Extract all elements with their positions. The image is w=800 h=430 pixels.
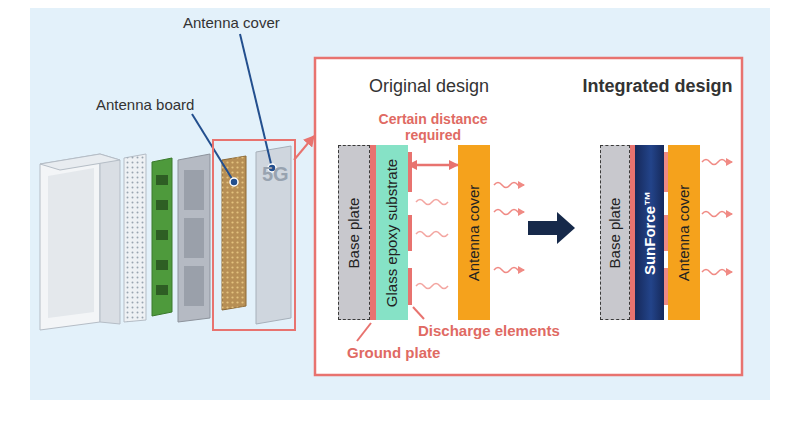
module — [178, 154, 210, 322]
zoom-frame — [213, 140, 295, 330]
housing-top — [40, 154, 120, 170]
module-block — [184, 266, 204, 306]
module-block — [184, 170, 204, 210]
part-label: Discharge elements — [418, 322, 560, 340]
discharge-element — [408, 268, 412, 305]
leader-dot — [230, 178, 238, 186]
layer-name: SunForce™ — [641, 190, 659, 274]
antenna-cover — [256, 146, 291, 324]
radio-wave — [416, 284, 448, 289]
radio-wave — [702, 270, 732, 275]
transition-arrow — [528, 221, 561, 235]
housing-side — [100, 154, 120, 324]
background — [30, 8, 770, 400]
layer-strip: Antenna cover — [458, 145, 490, 320]
layer-name: Antenna cover — [675, 184, 693, 281]
layer-name: Antenna cover — [465, 184, 483, 281]
discharge-element — [408, 215, 412, 251]
group-heading: Original design — [369, 76, 489, 98]
antenna-board-dots — [222, 156, 246, 310]
layer-strip: SunForce™ — [635, 145, 664, 320]
cover-marking: 5G — [262, 162, 289, 186]
housing-recess — [48, 168, 94, 318]
distance-arrow — [408, 164, 458, 167]
layer-name: Glass epoxy substrate — [383, 158, 401, 306]
radio-wave — [494, 210, 524, 215]
layer-name: Base plate — [606, 197, 624, 268]
housing-front — [40, 154, 100, 330]
antenna-board — [222, 156, 246, 310]
chip — [156, 285, 168, 295]
radio-wave — [494, 268, 524, 273]
chip — [156, 260, 168, 270]
radio-wave — [416, 200, 448, 205]
layer-strip: Antenna cover — [668, 145, 700, 320]
radio-wave — [494, 183, 524, 188]
detail-panel — [315, 58, 742, 375]
design-group: Integrated designBase plate SunForce™ Ante… — [575, 72, 740, 372]
layer-name: Base plate — [345, 197, 363, 268]
leader-line — [240, 34, 272, 168]
discharge-element — [408, 152, 412, 192]
grid-dots — [124, 154, 146, 322]
radio-wave — [702, 160, 732, 165]
leader-line — [357, 323, 371, 341]
part-label: Ground plate — [347, 344, 440, 362]
layer-strip: Base plate — [338, 145, 370, 320]
callout-label: Antenna board — [96, 96, 194, 114]
callout-label: Antenna cover — [183, 14, 280, 32]
radio-wave — [702, 212, 732, 217]
chip — [156, 200, 168, 210]
layer-strip: Glass epoxy substrate — [376, 145, 408, 320]
circuit-board — [152, 158, 172, 316]
grid-panel — [124, 154, 146, 322]
leader-line — [413, 307, 424, 319]
module-block — [184, 218, 204, 258]
group-heading: Integrated design — [582, 76, 732, 98]
layer-strip: Base plate — [600, 145, 630, 320]
edge-label: Certain distance required — [368, 111, 498, 143]
chip — [156, 175, 168, 185]
chip — [156, 230, 168, 240]
zoom-arrow — [294, 136, 314, 160]
radio-wave — [416, 232, 448, 237]
